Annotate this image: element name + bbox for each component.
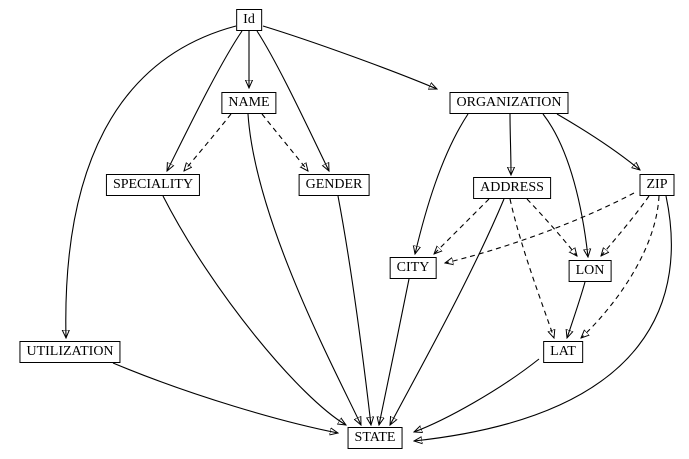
node-lon: LON: [568, 260, 612, 282]
edge-gender-state: [337, 195, 371, 425]
edge-address-lon: [526, 198, 577, 256]
edge-zip-lat: [581, 195, 660, 338]
node-lat: LAT: [543, 341, 583, 363]
edge-id-organization: [262, 25, 437, 89]
edge-zip-lon: [601, 195, 650, 256]
edge-lat-state: [414, 358, 540, 432]
edge-organization-lon: [542, 113, 588, 257]
edge-address-state: [390, 198, 505, 425]
edge-organization-address: [510, 113, 511, 175]
edge-id-utilization: [66, 25, 237, 338]
node-zip: ZIP: [639, 174, 675, 196]
edge-speciality-state: [162, 195, 346, 425]
node-organization: ORGANIZATION: [449, 92, 569, 114]
edge-city-state: [379, 278, 410, 425]
node-address: ADDRESS: [473, 177, 551, 199]
node-speciality: SPECIALITY: [105, 174, 201, 196]
node-name: NAME: [221, 92, 277, 114]
edge-id-speciality: [167, 30, 243, 171]
edge-organization-city: [415, 113, 469, 254]
edge-lon-lat: [567, 281, 586, 338]
edge-zip-state: [414, 195, 672, 441]
edge-address-city: [434, 198, 490, 254]
node-city: CITY: [389, 257, 437, 279]
edge-zip-city: [445, 192, 635, 263]
edge-name-gender: [261, 113, 308, 171]
edge-name-state: [247, 113, 361, 425]
edge-utilization-state: [112, 362, 338, 433]
edge-organization-zip: [556, 113, 640, 170]
node-state: STATE: [347, 427, 403, 449]
edge-address-lat: [509, 198, 554, 338]
edge-name-speciality: [184, 113, 232, 171]
edge-id-gender: [256, 30, 329, 171]
node-utilization: UTILIZATION: [19, 341, 121, 363]
node-gender: GENDER: [298, 174, 370, 196]
node-id: Id: [236, 9, 262, 31]
